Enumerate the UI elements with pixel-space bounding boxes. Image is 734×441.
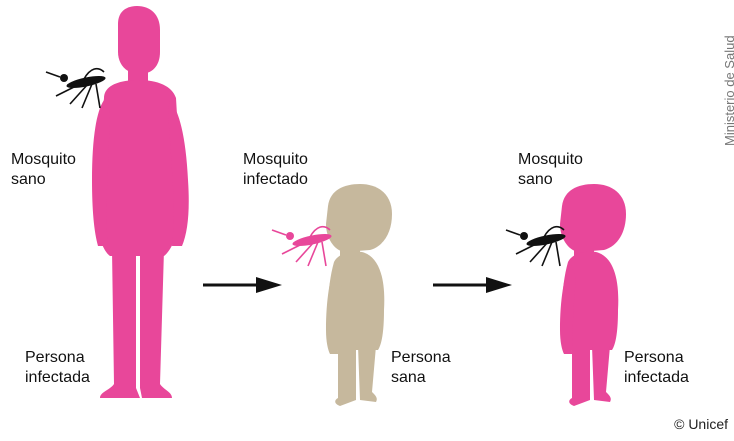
ministry-credit: Ministerio de Salud bbox=[722, 6, 734, 146]
mosquito-infected bbox=[272, 227, 332, 266]
arrow-2 bbox=[433, 277, 512, 293]
mosquito-healthy-1 bbox=[46, 69, 106, 108]
adult-figure bbox=[92, 6, 189, 398]
arrow-1 bbox=[203, 277, 282, 293]
child-infected-figure bbox=[560, 184, 626, 406]
child-healthy-figure bbox=[326, 184, 392, 406]
unicef-credit: © Unicef bbox=[674, 416, 728, 432]
mosquito-healthy-2 bbox=[506, 227, 566, 266]
